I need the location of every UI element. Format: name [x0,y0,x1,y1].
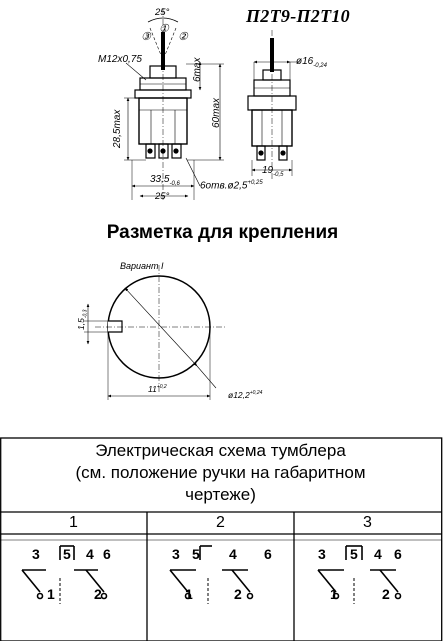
angle-bottom-label: 25° [155,191,170,202]
s3-terminal-3: 3 [318,546,326,562]
front-view [124,8,224,200]
s3-terminal-6: 6 [394,546,402,562]
side-view [247,30,300,180]
thread-label: M12x0,75 [98,54,142,65]
dim-33-5: 33,5-0,6 [150,174,180,187]
s1-terminal-2: 2 [94,586,102,602]
dim-6max: 6max [192,57,203,82]
schematic-2 [169,545,254,604]
s2-terminal-4: 4 [229,546,237,562]
s3-terminal-4: 4 [374,546,382,562]
s2-terminal-5: 5 [192,546,200,562]
model-title: П2Т9-П2Т10 [246,6,350,26]
schematic-1 [21,545,108,604]
dim-11: 11+0,2 [148,384,167,394]
variant-label: Вариант I [120,261,164,271]
holes-label: 6отв.ø2,5+0,25 [200,180,263,192]
column-3-header: 3 [363,514,372,531]
dim-19: 19-0,5 [262,165,284,178]
title-line-1: Электрическая схема тумблера [95,441,346,460]
dim-28-5max: 28,5max [112,109,123,148]
dim-12-2: ø12,2+0,24 [228,390,263,400]
s1-terminal-4: 4 [86,546,94,562]
title-line-2: (см. положение ручки на габаритном [75,463,366,482]
s2-terminal-3: 3 [172,546,180,562]
position-1-label: ① [159,23,169,35]
position-3-label: ③ [141,31,151,43]
schematic-table-grid [0,437,443,641]
column-1-header: 1 [69,514,78,531]
column-2-header: 2 [216,514,225,531]
s1-terminal-6: 6 [103,546,111,562]
s2-terminal-1: 1 [185,586,193,602]
dim-60max: 60max [211,97,222,128]
s1-terminal-1: 1 [47,586,55,602]
s1-terminal-3: 3 [32,546,40,562]
mounting-heading: Разметка для крепления [106,222,339,243]
s1-terminal-5: 5 [63,546,71,562]
s3-terminal-2: 2 [382,586,390,602]
s3-terminal-1: 1 [330,586,338,602]
s3-terminal-5: 5 [350,546,358,562]
dim-16: ø16-0,24 [296,56,327,69]
s2-terminal-2: 2 [234,586,242,602]
schematic-table-title: Электрическая схема тумблера (см. положе… [0,438,441,514]
mounting-drawing [84,265,225,400]
position-2-label: ② [178,31,188,43]
s2-terminal-6: 6 [264,546,272,562]
dim-1-5: 1,5-0,3 [76,309,89,330]
schematic-3 [317,545,402,604]
title-line-3: чертеже) [185,485,256,504]
angle-top-label: 25° [155,7,170,18]
